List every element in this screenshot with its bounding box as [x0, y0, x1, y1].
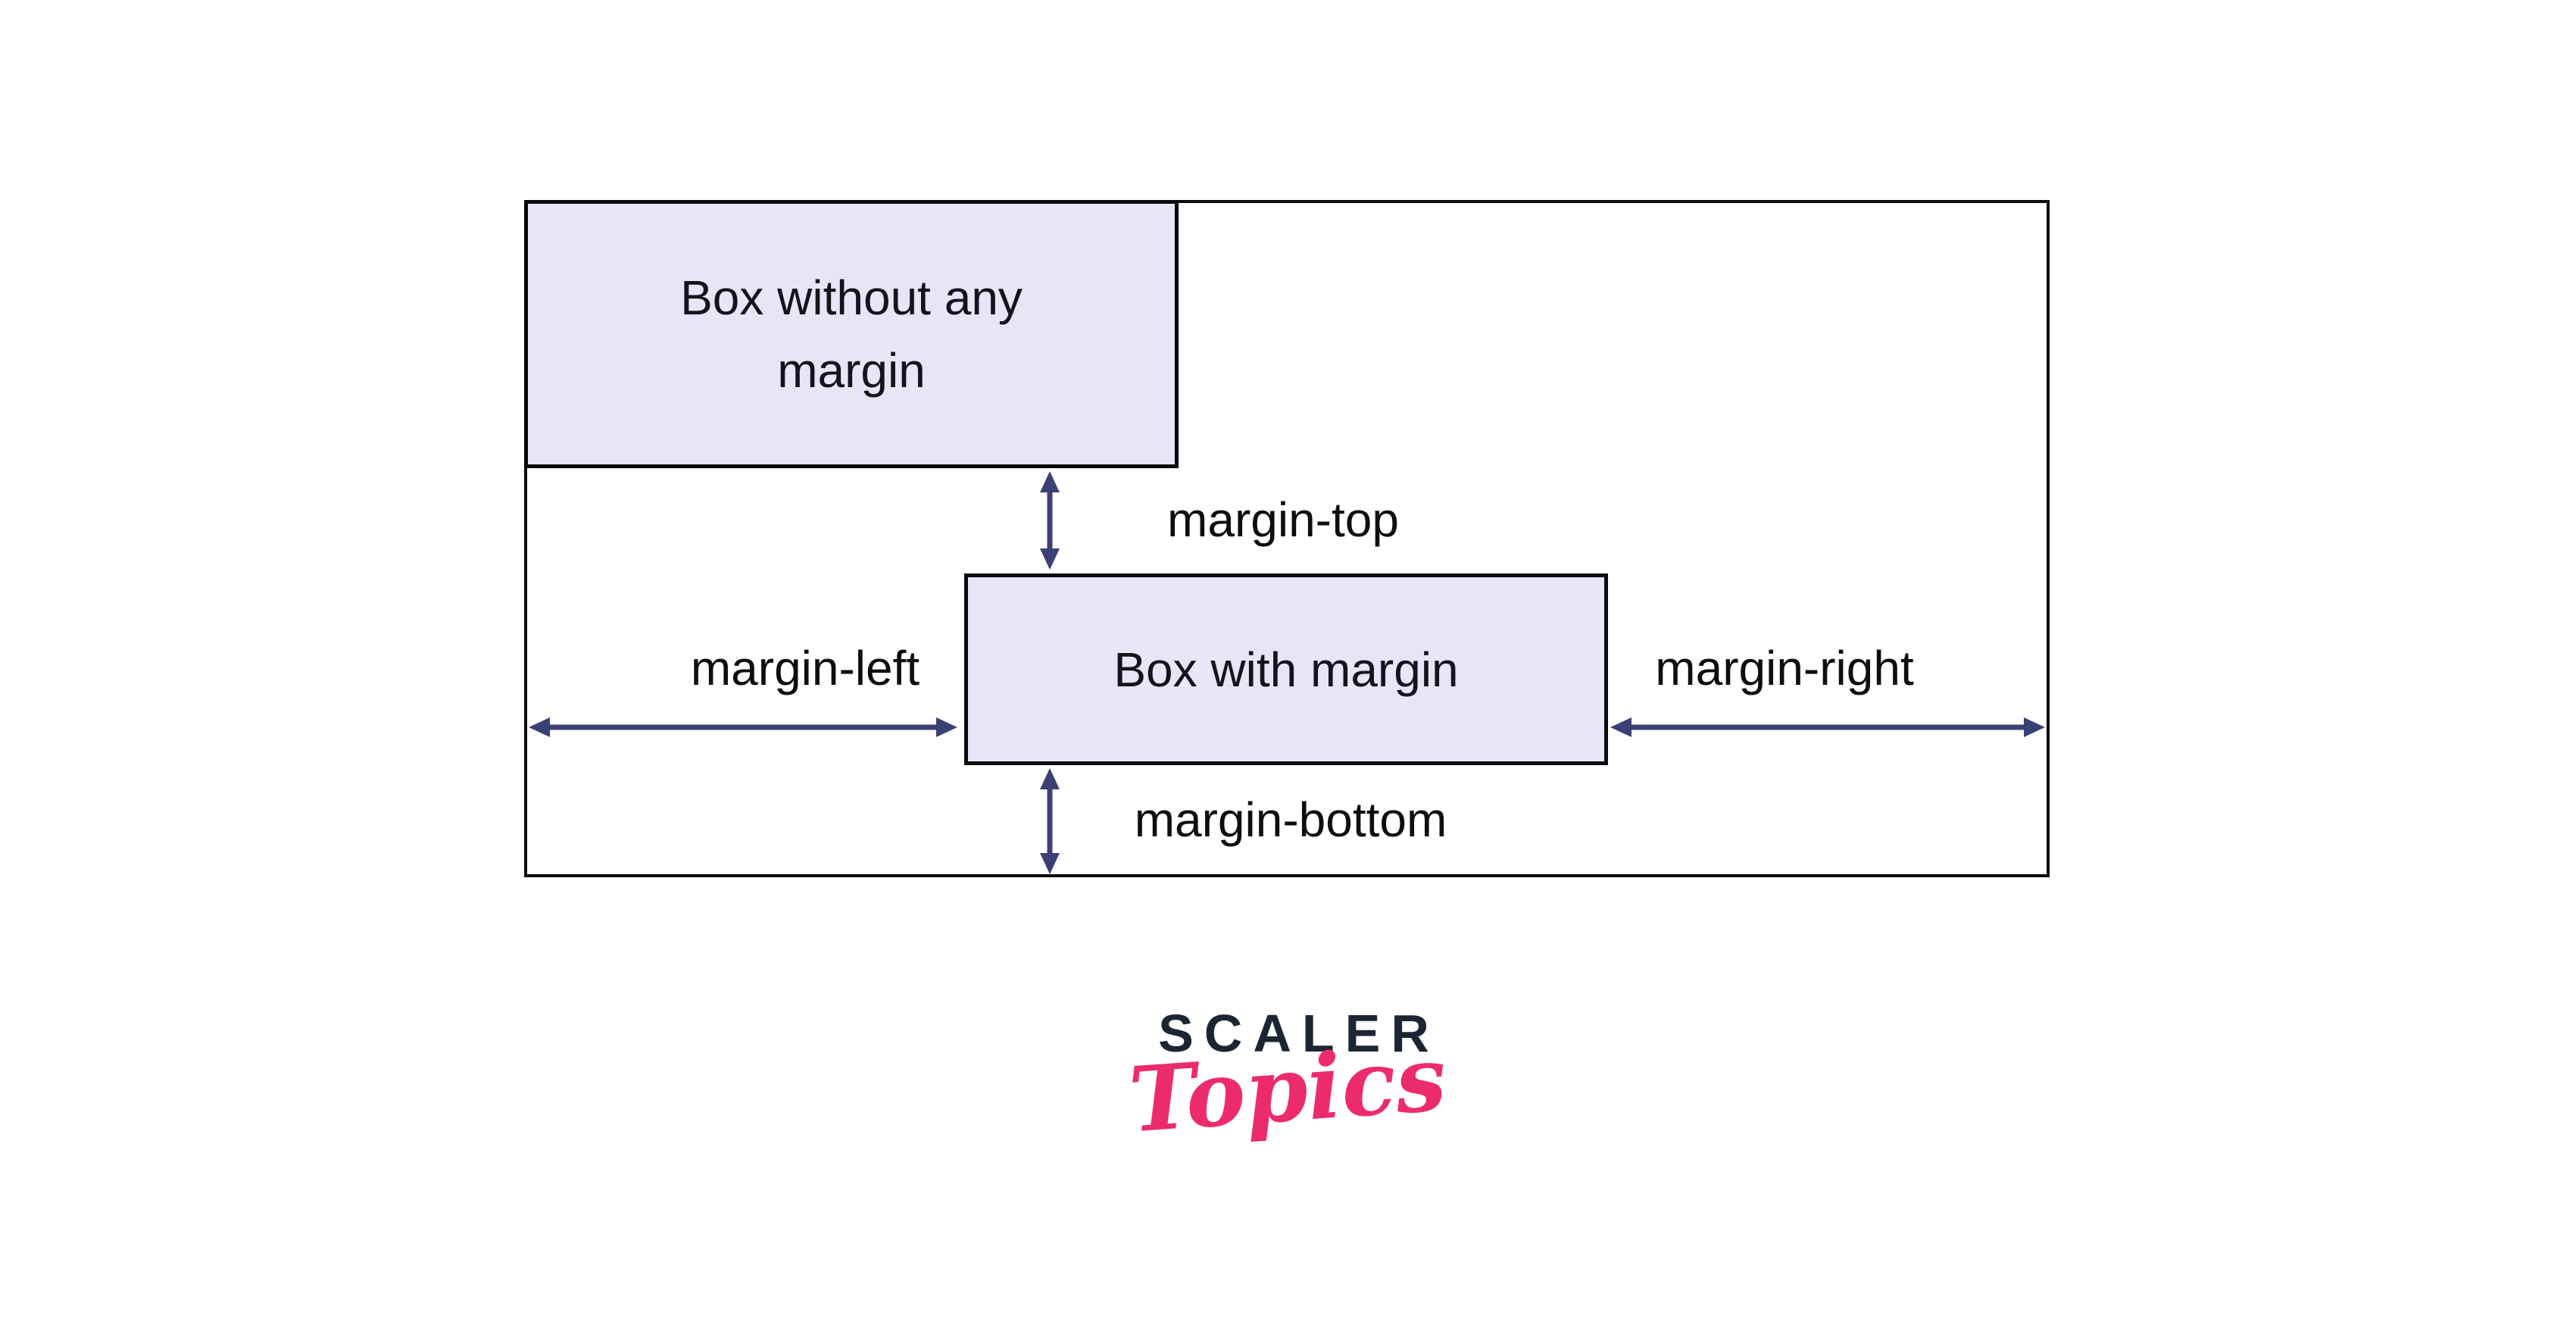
topics-wordmark: Topics — [1126, 1025, 1450, 1153]
container-box: Box without any margin Box with margin — [524, 200, 2050, 877]
box-with-margin-label: Box with margin — [1113, 642, 1459, 697]
scaler-wordmark: SCALER — [1158, 1004, 1440, 1063]
box-without-margin: Box without any margin — [524, 200, 1179, 468]
margin-bottom-label: margin-bottom — [1134, 792, 1447, 847]
box-without-margin-label: Box without any margin — [680, 270, 1023, 398]
margin-top-label: margin-top — [1167, 492, 1399, 547]
box-with-margin: Box with margin — [964, 573, 1608, 765]
margin-left-label: margin-left — [690, 641, 920, 695]
margin-right-label: margin-right — [1655, 641, 1914, 695]
